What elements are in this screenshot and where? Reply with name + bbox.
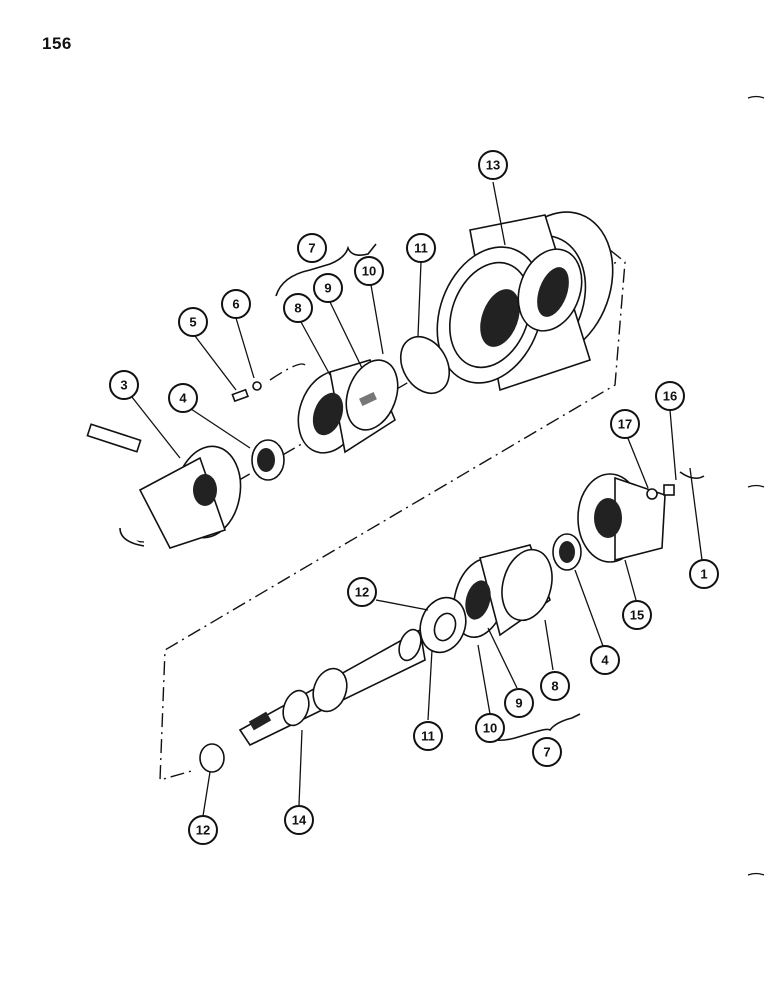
- svg-text:14: 14: [292, 813, 307, 828]
- svg-text:9: 9: [515, 696, 522, 711]
- shaft: [238, 628, 426, 747]
- svg-text:7: 7: [543, 745, 550, 760]
- svg-text:11: 11: [414, 241, 428, 256]
- callout-4-lower: 4: [590, 645, 620, 675]
- collar-upper: [297, 359, 399, 454]
- svg-text:10: 10: [362, 264, 376, 279]
- svg-text:1: 1: [700, 567, 707, 582]
- svg-text:12: 12: [355, 585, 369, 600]
- svg-text:16: 16: [663, 389, 677, 404]
- callout-7-upper: 7: [297, 233, 327, 263]
- callout-9-lower: 9: [504, 688, 534, 718]
- callout-16: 16: [655, 381, 685, 411]
- svg-text:11: 11: [421, 729, 435, 744]
- axis-line: [169, 259, 621, 521]
- callout-13: 13: [478, 150, 508, 180]
- end-collar-right: [577, 471, 705, 563]
- svg-text:15: 15: [630, 608, 644, 623]
- svg-text:12: 12: [196, 823, 210, 838]
- bolt: [231, 388, 249, 403]
- svg-text:5: 5: [189, 315, 196, 330]
- callout-9-upper: 9: [313, 273, 343, 303]
- callout-8-upper: 8: [283, 293, 313, 323]
- callout-17: 17: [610, 409, 640, 439]
- assembly-centerline: [159, 249, 626, 781]
- callout-12-upper: 12: [347, 577, 377, 607]
- margin-mark: [747, 95, 765, 99]
- seal-upper: [251, 439, 285, 481]
- retaining-ring-left: [119, 527, 145, 547]
- washer: [252, 381, 262, 391]
- callout-8-lower: 8: [540, 671, 570, 701]
- svg-text:17: 17: [618, 417, 632, 432]
- callout-1: 1: [689, 559, 719, 589]
- plug: [663, 484, 675, 496]
- callout-7-lower: 7: [532, 737, 562, 767]
- end-collar-left: [86, 423, 242, 549]
- o-ring-upper: [399, 335, 451, 395]
- svg-text:7: 7: [308, 241, 315, 256]
- callout-14: 14: [284, 805, 314, 835]
- callout-12-lower: 12: [188, 815, 218, 845]
- callout-15: 15: [622, 600, 652, 630]
- svg-text:8: 8: [294, 301, 301, 316]
- callout-5: 5: [178, 307, 208, 337]
- brace-upper: [275, 243, 377, 297]
- svg-text:13: 13: [486, 158, 500, 173]
- collar-lower: [452, 544, 553, 638]
- callout-10-upper: 10: [354, 256, 384, 286]
- o-ring-small: [646, 488, 658, 500]
- leader-lines: [127, 181, 703, 817]
- callout-3: 3: [109, 370, 139, 400]
- page-number: 156: [42, 34, 72, 53]
- callout-11-lower: 11: [413, 721, 443, 751]
- callout-6: 6: [221, 289, 251, 319]
- callout-10-lower: 10: [475, 713, 505, 743]
- svg-text:10: 10: [483, 721, 497, 736]
- margin-mark: [747, 872, 765, 876]
- svg-text:3: 3: [120, 378, 127, 393]
- svg-text:8: 8: [551, 679, 558, 694]
- svg-text:4: 4: [601, 653, 609, 668]
- callout-11-upper: 11: [406, 233, 436, 263]
- seal-lower: [552, 533, 582, 571]
- svg-text:6: 6: [232, 297, 239, 312]
- bolt-line: [269, 363, 306, 381]
- svg-text:9: 9: [324, 281, 331, 296]
- margin-mark: [747, 484, 765, 488]
- roller-shell: [436, 211, 614, 392]
- o-ring-lower: [199, 743, 225, 773]
- callout-4-upper: 4: [168, 383, 198, 413]
- svg-text:4: 4: [179, 391, 187, 406]
